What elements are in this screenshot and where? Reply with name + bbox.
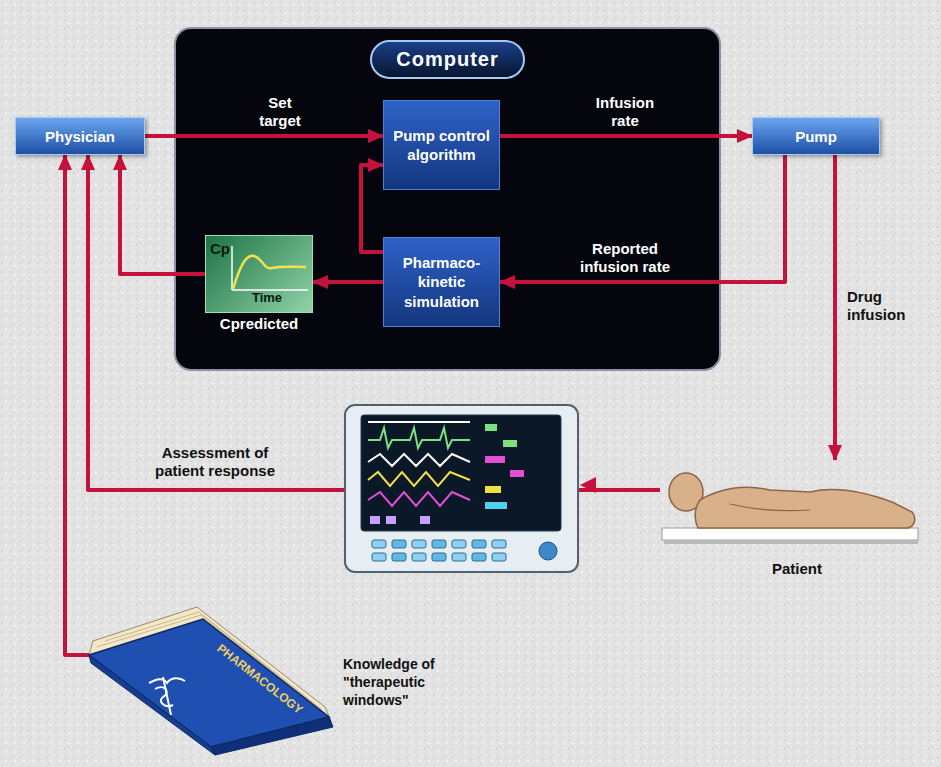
computer-panel [175,28,720,370]
flow-arrow [65,155,90,655]
box-label: Physician [45,128,115,145]
book-illustration [85,585,345,757]
flow-arrow [833,155,837,460]
box-label: Pump control algorithm [388,126,495,165]
flow-arrow [500,134,752,138]
patient-figure: Patient [660,460,922,556]
flow-arrow [145,134,383,138]
axis-label: Time [210,290,308,305]
patient-illustration [660,460,922,556]
edge-label: Reported infusion rate [568,240,683,276]
edge-label-box: Infusion rate [585,94,665,130]
computer-panel: ComputerPump control algorithmPharmaco- … [175,28,720,370]
process-box: Pump control algorithm [383,100,500,190]
flow-arrow [361,165,383,252]
concentration-graph: CpTimeCpredicted [205,235,313,313]
edge-label-box: Assessment of patient response [145,444,285,480]
pump-box: Pump [752,117,880,155]
box-label: Pharmaco- kinetic simulation [388,253,495,312]
edge-label: Set target [249,94,311,130]
edge-label: Infusion rate [585,94,665,130]
graph-caption: Cpredicted [210,315,308,332]
box-label: Pump [795,128,837,145]
pharmacology-book: PHARMACOLOGYKnowledge of "therapeutic wi… [85,585,485,755]
flow-arrow [313,280,383,284]
edge-label-box: Reported infusion rate [568,240,683,276]
process-box: Pharmaco- kinetic simulation [383,237,500,327]
axis-label: Cp [210,240,230,260]
edge-label-box: Set target [249,94,311,130]
flow-arrow [120,155,205,274]
flow-arrow [500,155,785,282]
panel-title: Computer [370,40,524,79]
physician-box: Physician [15,117,145,155]
edge-label-box: Drug infusion [847,288,932,324]
edge-label: Assessment of patient response [145,444,285,480]
book-caption: Knowledge of "therapeutic windows" [343,655,493,709]
patient-label: Patient [772,560,822,577]
edge-label: Drug infusion [847,288,932,324]
